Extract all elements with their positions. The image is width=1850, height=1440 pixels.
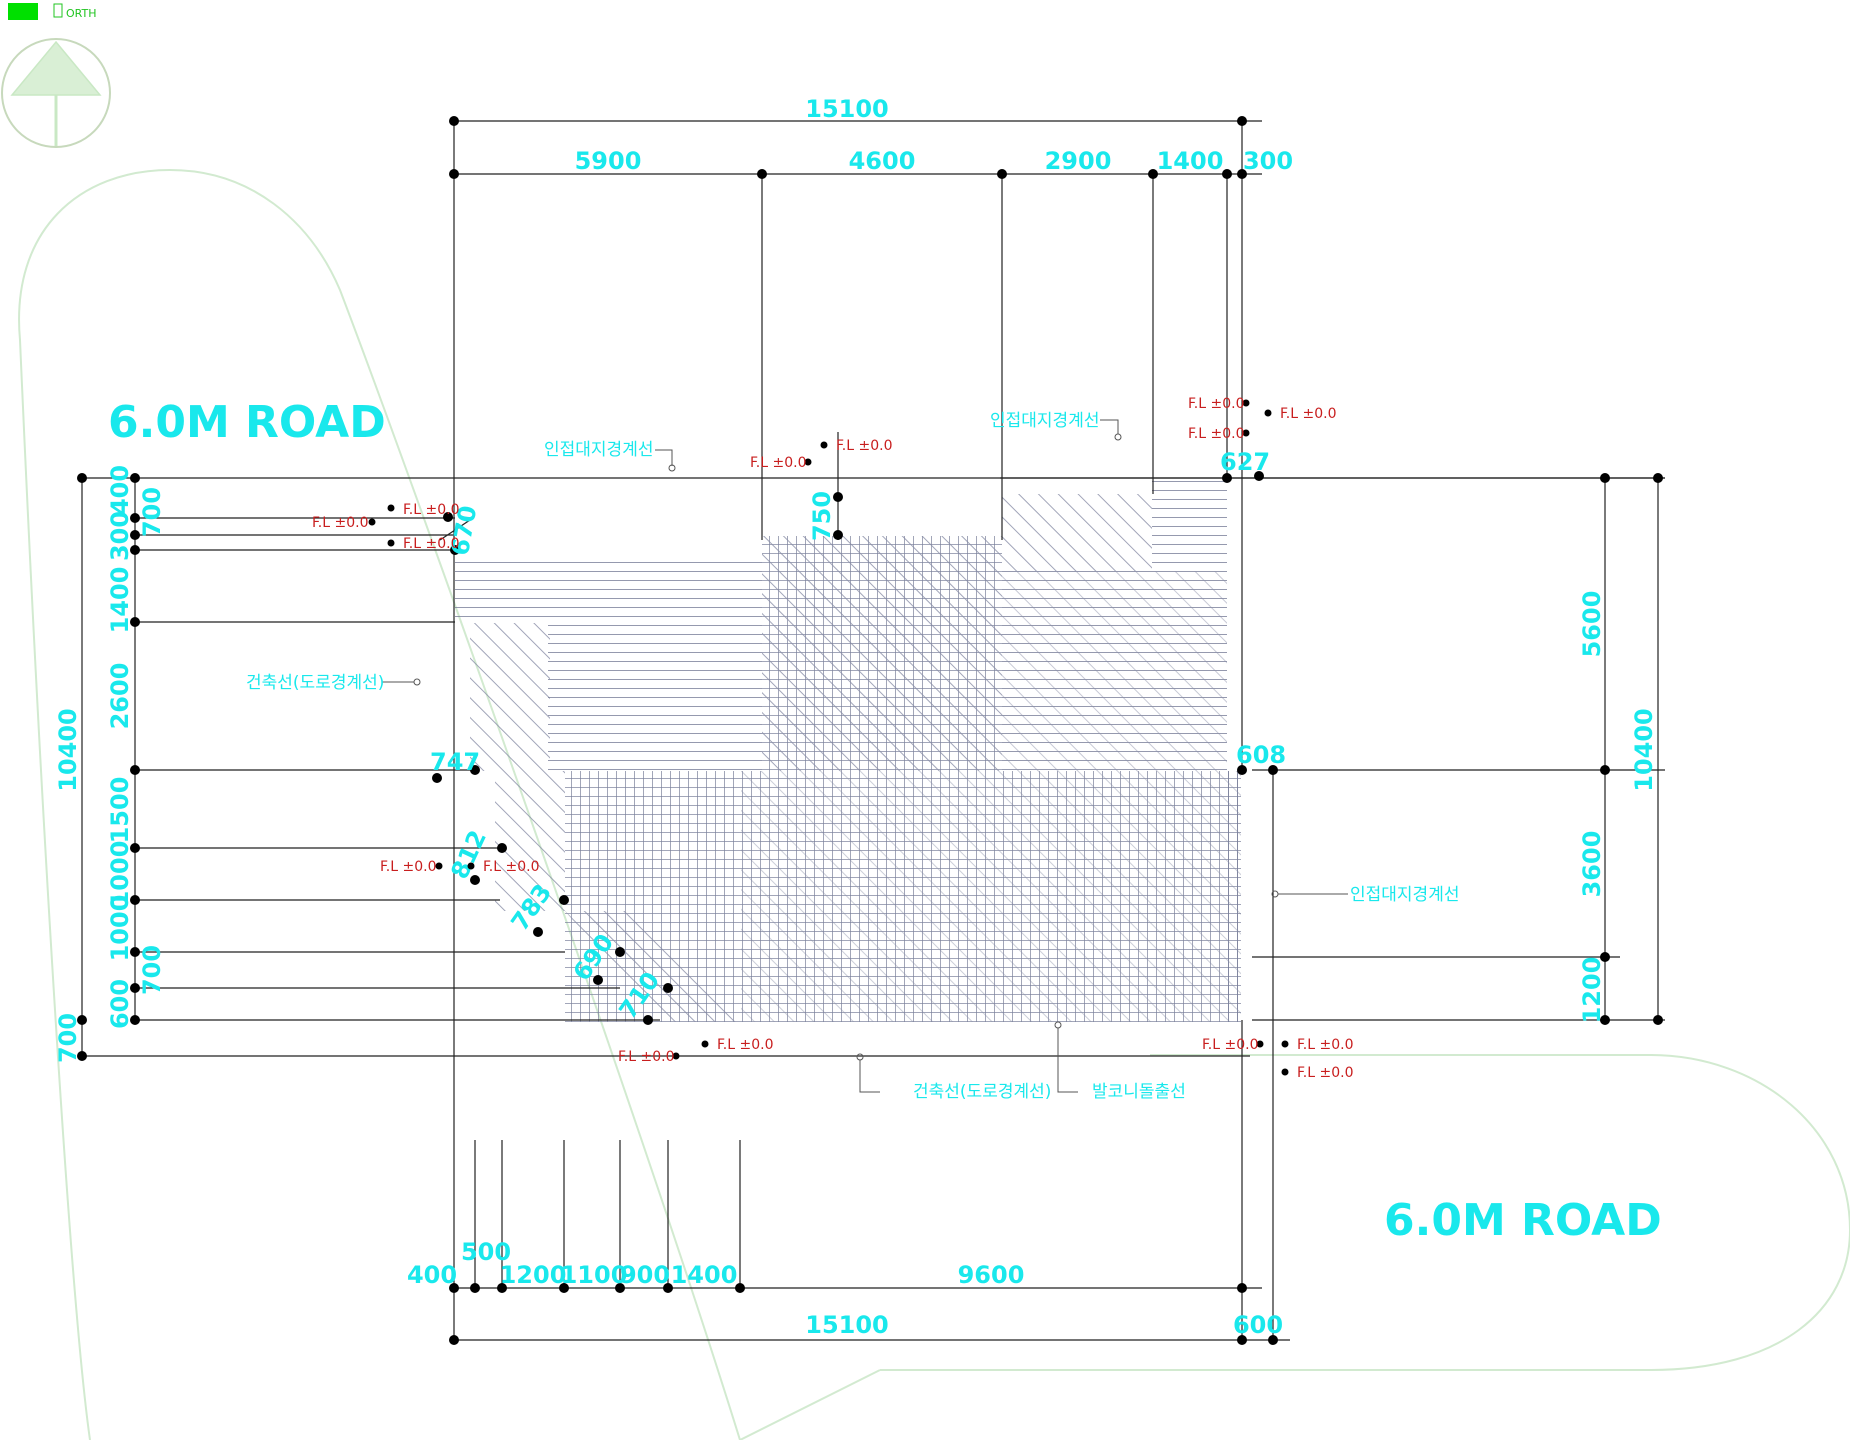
note-building-line-2: 건축선(도로경계선) xyxy=(913,1082,1051,1102)
dim-top-seg-4: 1400 xyxy=(1157,147,1224,175)
offset-627: 627 xyxy=(1220,448,1270,476)
road-label-left: 6.0M ROAD xyxy=(108,397,386,448)
note-leaders xyxy=(382,419,1348,1093)
dim-bottom-extra: 600 xyxy=(1233,1311,1283,1339)
north-arrow-icon xyxy=(1,38,111,148)
dim-left-seg-4: 2600 xyxy=(106,663,134,730)
road-label-bottom: 6.0M ROAD xyxy=(1384,1195,1662,1246)
dim-left-bottom: 700 xyxy=(54,1013,82,1063)
dim-left-overall: 10400 xyxy=(54,708,82,792)
note-adjacent-boundary-3: 인접대지경계선 xyxy=(1350,885,1459,905)
level-14: F.L ±0.0 xyxy=(1297,1037,1354,1053)
dim-left-seg-6: 1000 xyxy=(106,841,134,908)
dim-top-seg-5: 300 xyxy=(1243,147,1293,175)
floor-level-markers xyxy=(368,399,1289,1076)
dim-bottom-seg-7: 9600 xyxy=(958,1261,1025,1289)
dim-left-seg-2: 300 xyxy=(106,511,134,561)
note-adjacent-boundary-1: 인접대지경계선 xyxy=(544,440,653,460)
dim-bottom-seg-2: 500 xyxy=(461,1238,511,1266)
dim-top-seg-2: 4600 xyxy=(849,147,916,175)
dim-top-seg-1: 5900 xyxy=(575,147,642,175)
level-5: F.L ±0.0 xyxy=(750,455,807,471)
level-10: F.L ±0.0 xyxy=(483,859,540,875)
level-4: F.L ±0.0 xyxy=(836,438,893,454)
dim-bottom-seg-5: 900 xyxy=(620,1261,670,1289)
dim-top-seg-3: 2900 xyxy=(1045,147,1112,175)
north-box xyxy=(53,3,63,18)
level-1: F.L ±0.0 xyxy=(403,502,460,518)
level-11: F.L ±0.0 xyxy=(717,1037,774,1053)
offset-750: 750 xyxy=(808,491,836,541)
dim-bottom-seg-6: 1400 xyxy=(671,1261,738,1289)
building-footprint xyxy=(455,478,1241,1022)
level-7: F.L ±0.0 xyxy=(1188,426,1245,442)
dim-left-seg-7: 1000 xyxy=(106,895,134,962)
dim-bottom-seg-1: 400 xyxy=(407,1261,457,1289)
offset-747: 747 xyxy=(430,748,480,776)
dim-bottom-overall: 15100 xyxy=(805,1311,889,1339)
dimension-points xyxy=(77,116,1663,1345)
level-8: F.L ±0.0 xyxy=(1280,406,1337,422)
dim-right-overall: 10400 xyxy=(1630,708,1658,792)
north-label: ORTH xyxy=(66,7,97,20)
dim-left-inner-2: 700 xyxy=(138,945,166,995)
level-3: F.L ±0.0 xyxy=(403,536,460,552)
note-building-line-1: 건축선(도로경계선) xyxy=(246,673,384,693)
dim-left-seg-3: 1400 xyxy=(106,567,134,634)
dim-left-inner-1: 700 xyxy=(138,487,166,537)
dim-top-overall: 15100 xyxy=(805,95,889,123)
dim-left-seg-1: 400 xyxy=(106,465,134,515)
dim-right-seg-1: 5600 xyxy=(1578,591,1606,658)
level-13: F.L ±0.0 xyxy=(1202,1037,1259,1053)
note-adjacent-boundary-2: 인접대지경계선 xyxy=(990,411,1099,431)
level-9: F.L ±0.0 xyxy=(380,859,437,875)
level-6: F.L ±0.0 xyxy=(1188,396,1245,412)
dim-left-seg-8: 600 xyxy=(106,979,134,1029)
north-swatch xyxy=(8,3,38,20)
level-15: F.L ±0.0 xyxy=(1297,1065,1354,1081)
level-2: F.L ±0.0 xyxy=(312,515,369,531)
offset-608: 608 xyxy=(1236,741,1286,769)
level-12: F.L ±0.0 xyxy=(618,1049,675,1065)
dim-right-seg-3: 1200 xyxy=(1578,957,1606,1024)
dim-left-seg-5: 1500 xyxy=(106,777,134,844)
road-outline-bottom xyxy=(739,1054,1850,1440)
note-balcony-line: 발코니돌출선 xyxy=(1092,1082,1186,1102)
dim-bottom-seg-4: 1100 xyxy=(561,1261,628,1289)
dimension-lines xyxy=(81,120,1665,1341)
dim-bottom-seg-3: 1200 xyxy=(500,1261,567,1289)
dim-right-seg-2: 3600 xyxy=(1578,831,1606,898)
